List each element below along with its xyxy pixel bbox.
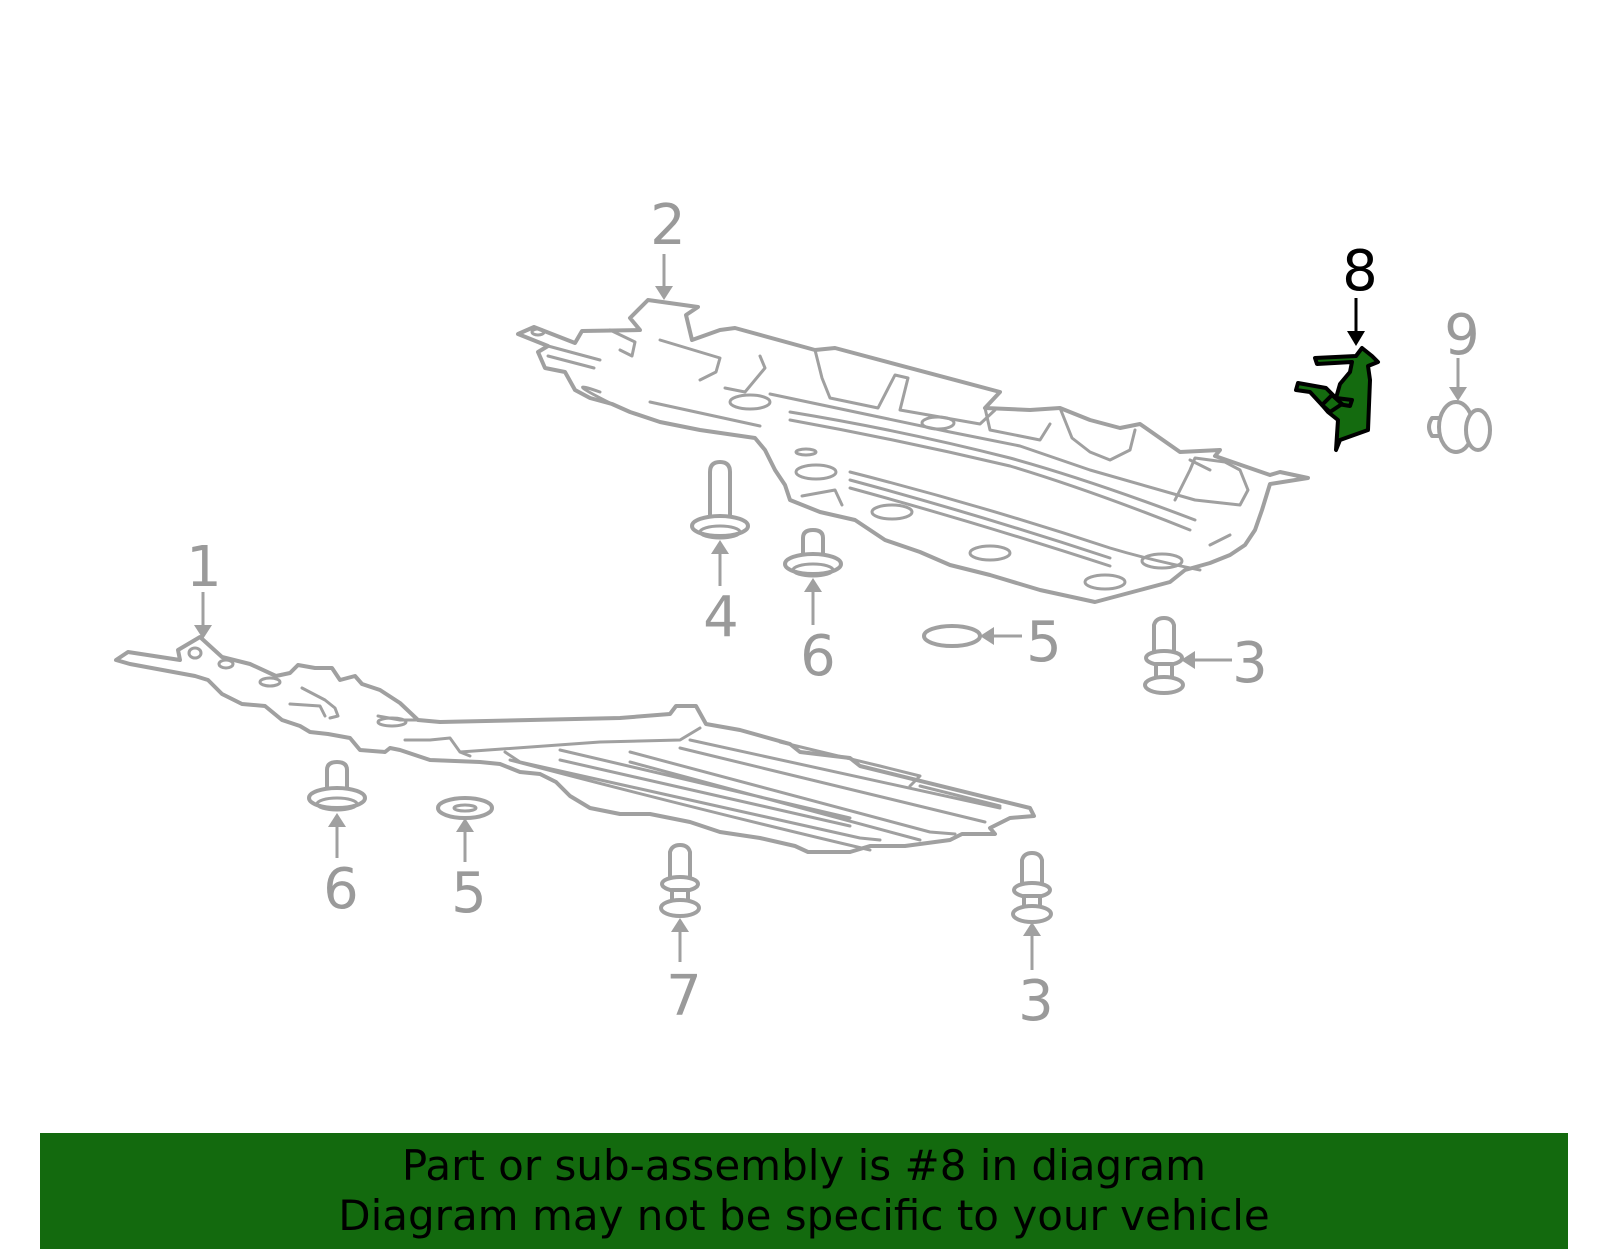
callout-6-upper[interactable]: 6 (800, 624, 836, 689)
callout-9[interactable]: 9 (1444, 303, 1480, 368)
leader-line-7 (671, 918, 689, 962)
leader-line-3-upper (1181, 651, 1232, 669)
part-8-bracket[interactable] (1294, 346, 1380, 452)
callout-4[interactable]: 4 (703, 585, 739, 650)
banner-line-2: Diagram may not be specific to your vehi… (338, 1191, 1270, 1240)
leader-line-6-lower (328, 813, 346, 858)
leader-line-9 (1449, 358, 1467, 401)
part-4-bolt[interactable] (690, 460, 750, 540)
part-9-grommet[interactable] (1427, 400, 1492, 454)
callout-1[interactable]: 1 (186, 535, 222, 600)
part-3-upper-clip[interactable] (1143, 616, 1185, 695)
leader-line-5-upper (980, 627, 1022, 645)
callout-6-lower[interactable]: 6 (323, 857, 359, 922)
leader-line-2 (655, 254, 673, 300)
part-5-upper-washer[interactable] (922, 624, 982, 648)
leader-line-3-lower (1023, 922, 1041, 970)
part-6-lower-bolt[interactable] (307, 760, 367, 812)
part-5-lower-washer[interactable] (436, 796, 494, 820)
callout-2[interactable]: 2 (650, 193, 686, 258)
part-1-lower-splash-shield[interactable] (114, 635, 1036, 854)
leader-line-8 (1347, 298, 1365, 346)
callout-8[interactable]: 8 (1342, 239, 1378, 304)
leader-line-5-lower (456, 818, 474, 862)
callout-7[interactable]: 7 (666, 964, 702, 1029)
callout-3-upper[interactable]: 3 (1232, 631, 1268, 696)
part-6-upper-bolt[interactable] (783, 528, 843, 578)
banner-line-1: Part or sub-assembly is #8 in diagram (401, 1141, 1207, 1190)
part-3-lower-clip[interactable] (1011, 851, 1053, 924)
callout-3-lower[interactable]: 3 (1018, 969, 1054, 1034)
part-2-upper-splash-shield[interactable] (516, 298, 1310, 604)
callout-5-upper[interactable]: 5 (1026, 610, 1062, 675)
part-7-clip[interactable] (659, 843, 701, 918)
leader-line-1 (194, 592, 212, 639)
info-banner: Part or sub-assembly is #8 in diagram Di… (40, 1133, 1568, 1249)
leader-line-6-upper (804, 578, 822, 625)
callout-5-lower[interactable]: 5 (451, 861, 487, 926)
leader-line-4 (711, 540, 729, 586)
